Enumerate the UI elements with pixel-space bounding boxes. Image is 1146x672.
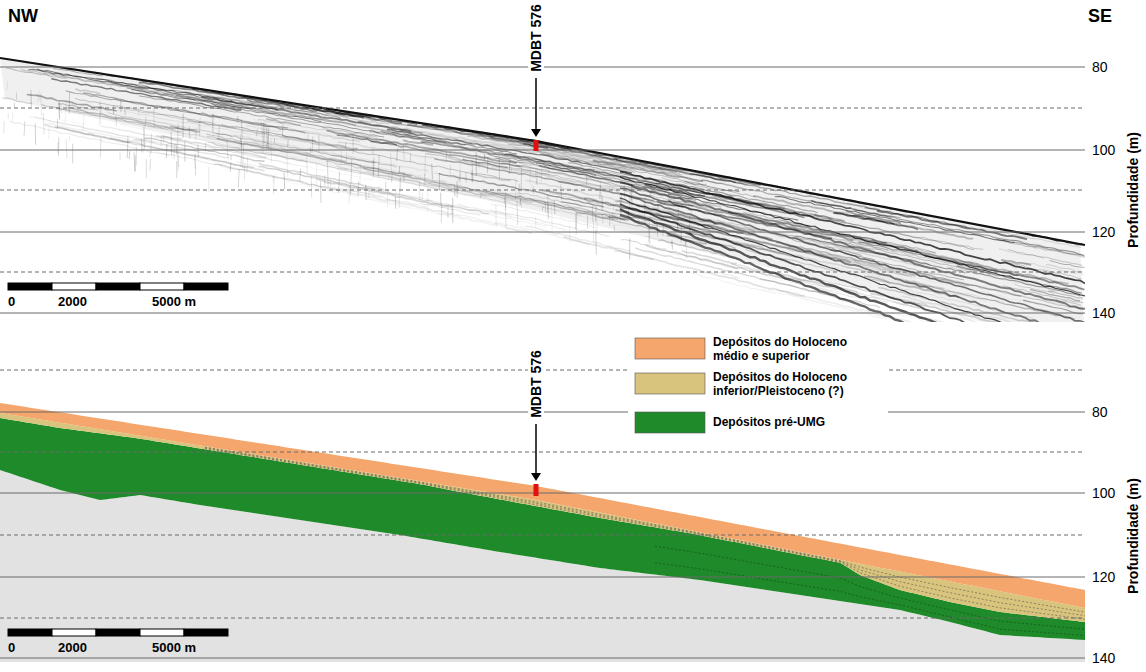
seismic-profile xyxy=(0,58,1085,322)
scale-value: 2000 xyxy=(58,295,87,310)
depth-value: 80 xyxy=(1092,59,1108,75)
scale-bar xyxy=(8,629,228,636)
axis-title: Profundidade (m) xyxy=(1125,132,1141,248)
depth-value: 140 xyxy=(1092,305,1115,321)
legend-ground xyxy=(628,332,888,438)
legend-swatch xyxy=(635,338,705,359)
depth-value: 80 xyxy=(1092,404,1108,420)
core-marker xyxy=(531,424,541,496)
direction-label: NW xyxy=(8,6,38,27)
depth-grid xyxy=(0,67,1085,658)
legend-text: Depósitos do Holoceno médio e superior xyxy=(713,335,873,364)
legend-text: Depósitos do Holoceno inferior/Pleistoce… xyxy=(713,370,873,399)
scale-value: 5000 m xyxy=(152,295,196,310)
core-label: MDBT 576 xyxy=(528,348,544,420)
scale-value: 2000 xyxy=(58,641,87,656)
legend-swatch xyxy=(635,412,705,433)
depth-value: 120 xyxy=(1092,224,1115,240)
interpreted-section xyxy=(0,403,1085,662)
depth-value: 140 xyxy=(1092,650,1115,666)
scale-value: 0 xyxy=(8,295,15,310)
depth-value: 120 xyxy=(1092,569,1115,585)
core-marker xyxy=(531,78,541,151)
scale-bar xyxy=(8,283,228,290)
scale-value: 5000 m xyxy=(152,641,196,656)
core-label: MDBT 576 xyxy=(528,2,544,74)
depth-value: 100 xyxy=(1092,485,1115,501)
depth-value: 100 xyxy=(1092,142,1115,158)
direction-label: SE xyxy=(1088,6,1112,27)
axis-title: Profundidade (m) xyxy=(1125,478,1141,594)
scale-value: 0 xyxy=(8,641,15,656)
legend-text: Depósitos pré-UMG xyxy=(713,415,873,429)
legend-swatch xyxy=(635,373,705,394)
